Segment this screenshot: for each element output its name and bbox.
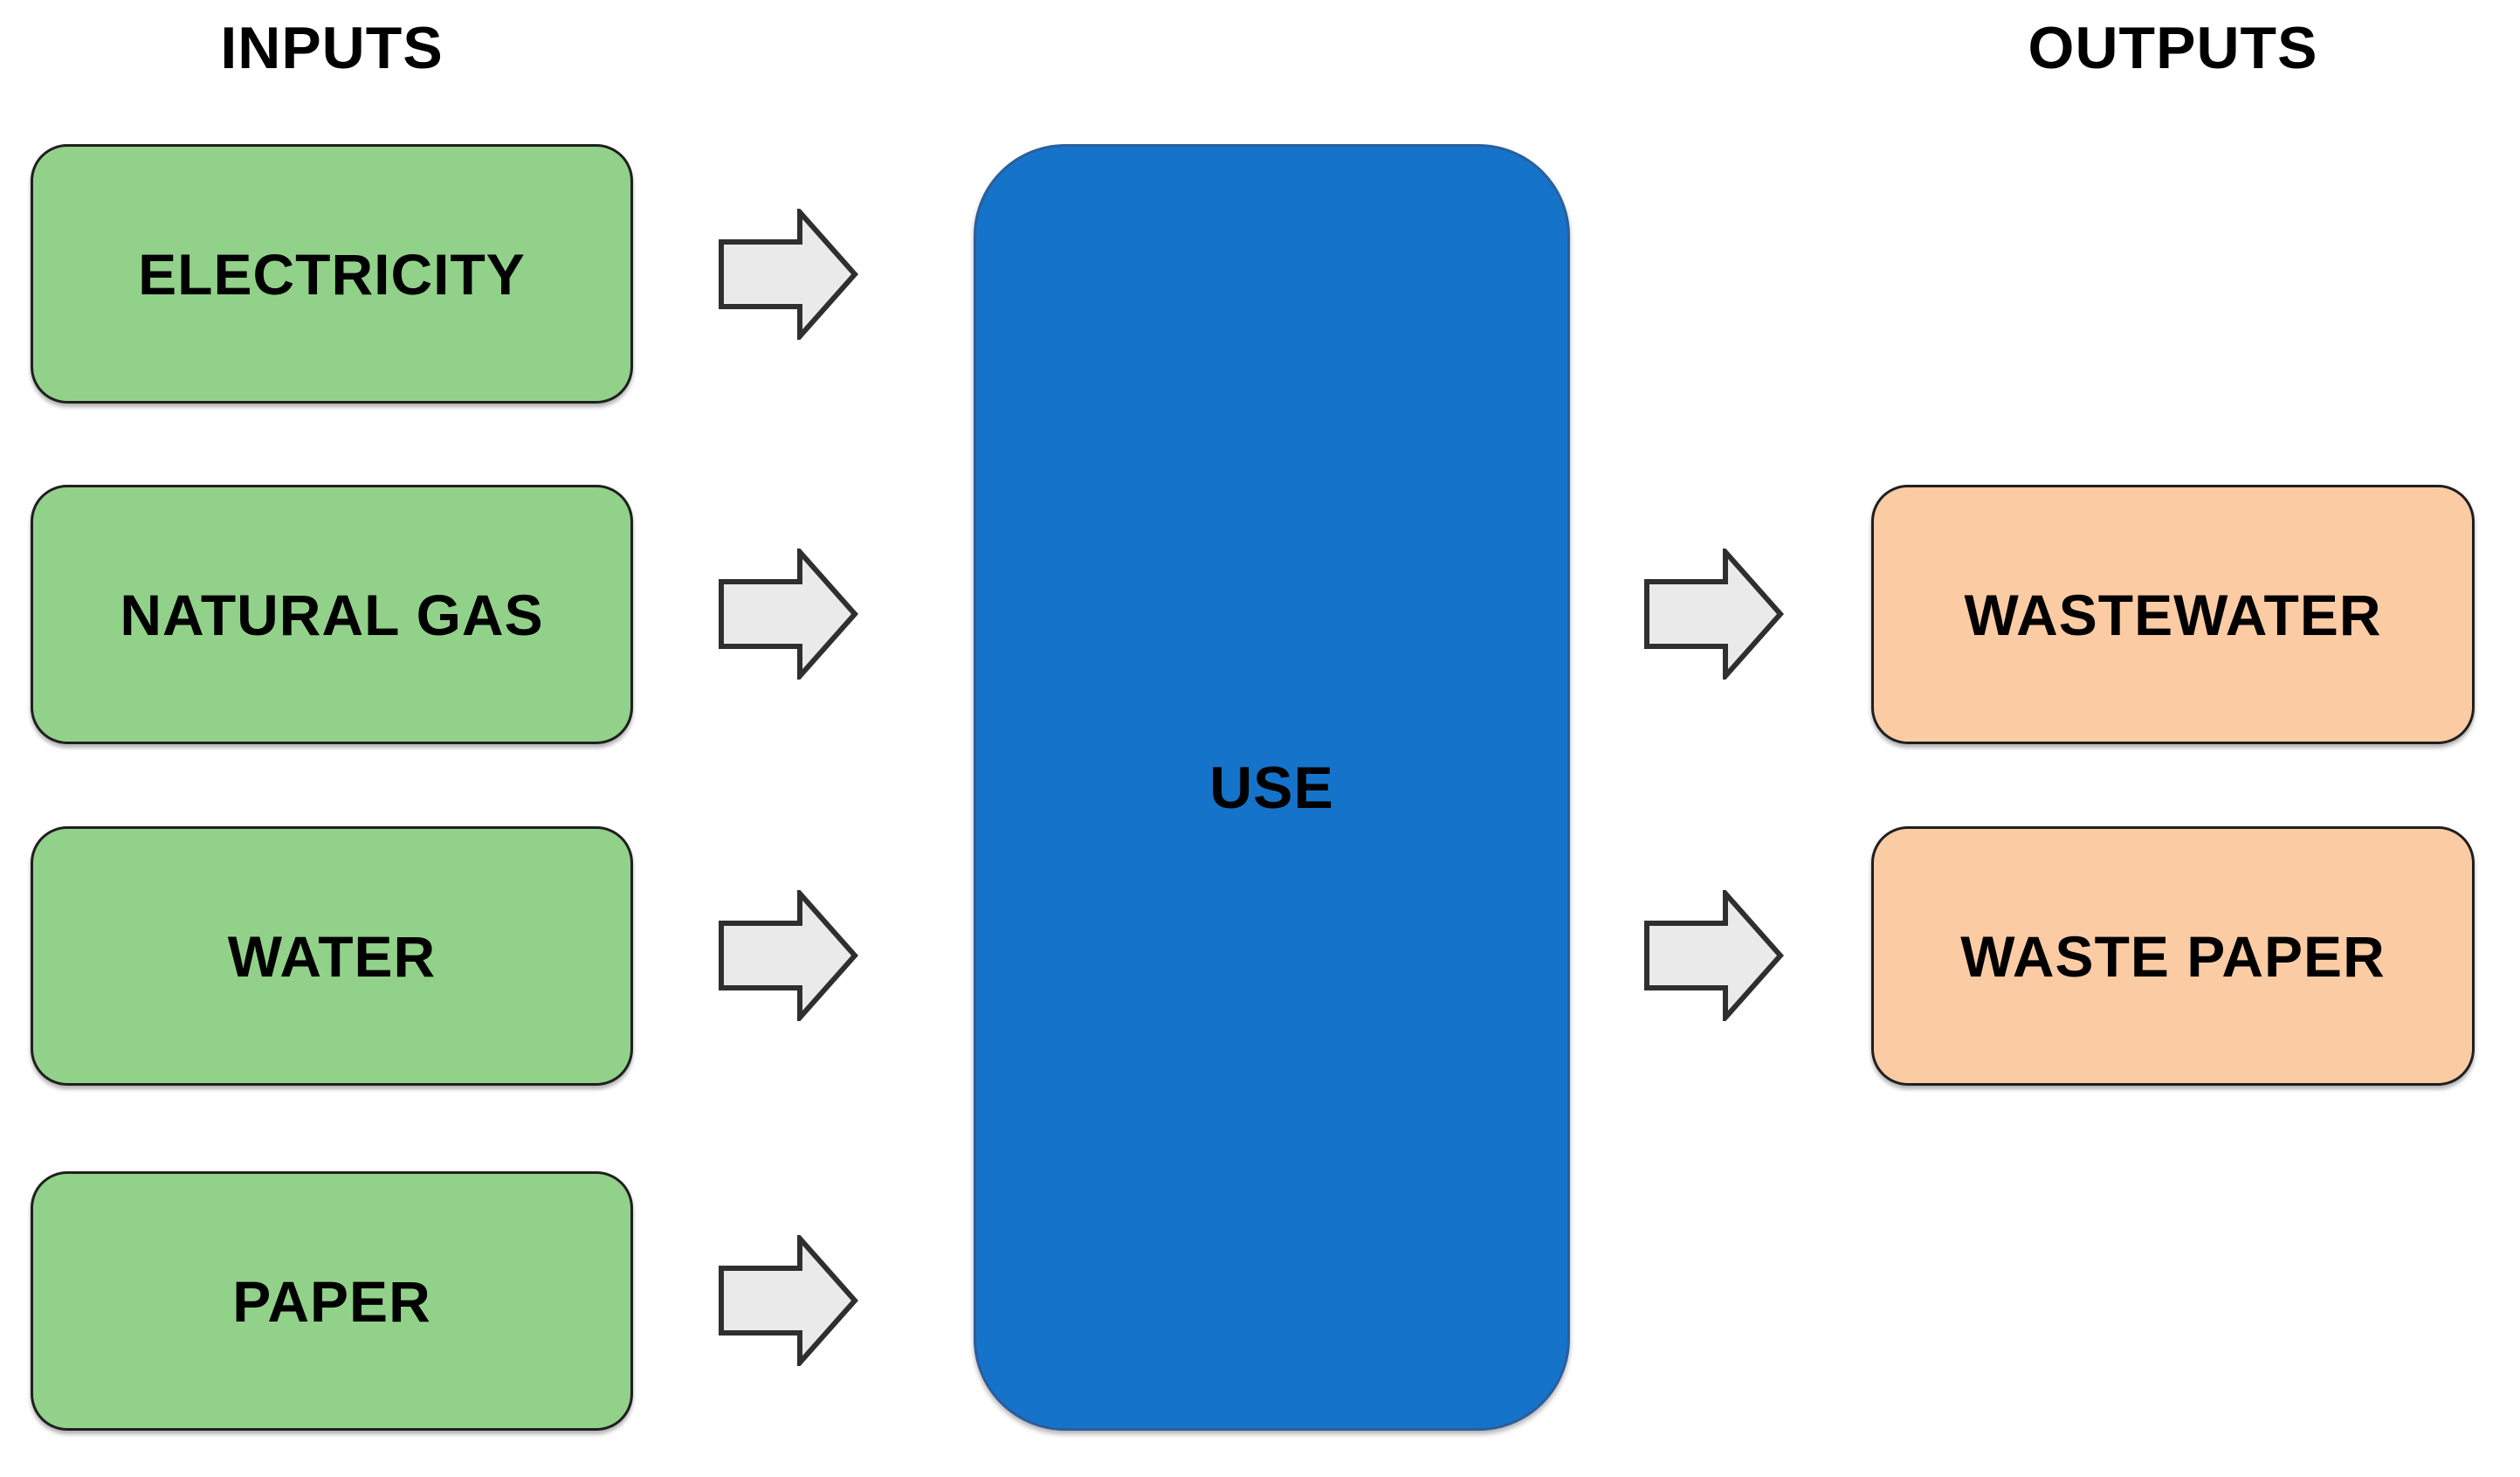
output-box-waste-paper-label: WASTE PAPER — [1960, 923, 2386, 989]
outputs-column-header: OUTPUTS — [2028, 15, 2318, 81]
right-arrow-icon — [719, 549, 858, 680]
right-arrow-icon — [1644, 890, 1784, 1021]
input-box-water-label: WATER — [227, 923, 437, 989]
input-box-natural-gas-label: NATURAL GAS — [120, 582, 544, 647]
input-box-water: WATER — [31, 826, 633, 1086]
center-use-box-label: USE — [1209, 754, 1334, 821]
output-box-wastewater-label: WASTEWATER — [1964, 582, 2382, 647]
output-box-wastewater: WASTEWATER — [1871, 485, 2475, 744]
right-arrow-icon — [719, 209, 858, 340]
right-arrow-icon — [1644, 549, 1784, 680]
input-box-paper: PAPER — [31, 1171, 633, 1431]
input-box-electricity-label: ELECTRICITY — [138, 241, 526, 307]
output-box-waste-paper: WASTE PAPER — [1871, 826, 2475, 1086]
input-box-electricity: ELECTRICITY — [31, 144, 633, 404]
input-box-natural-gas: NATURAL GAS — [31, 485, 633, 744]
inputs-column-header: INPUTS — [220, 15, 444, 81]
center-use-box: USE — [974, 144, 1570, 1431]
input-box-paper-label: PAPER — [232, 1268, 431, 1334]
right-arrow-icon — [719, 1235, 858, 1366]
right-arrow-icon — [719, 890, 858, 1021]
